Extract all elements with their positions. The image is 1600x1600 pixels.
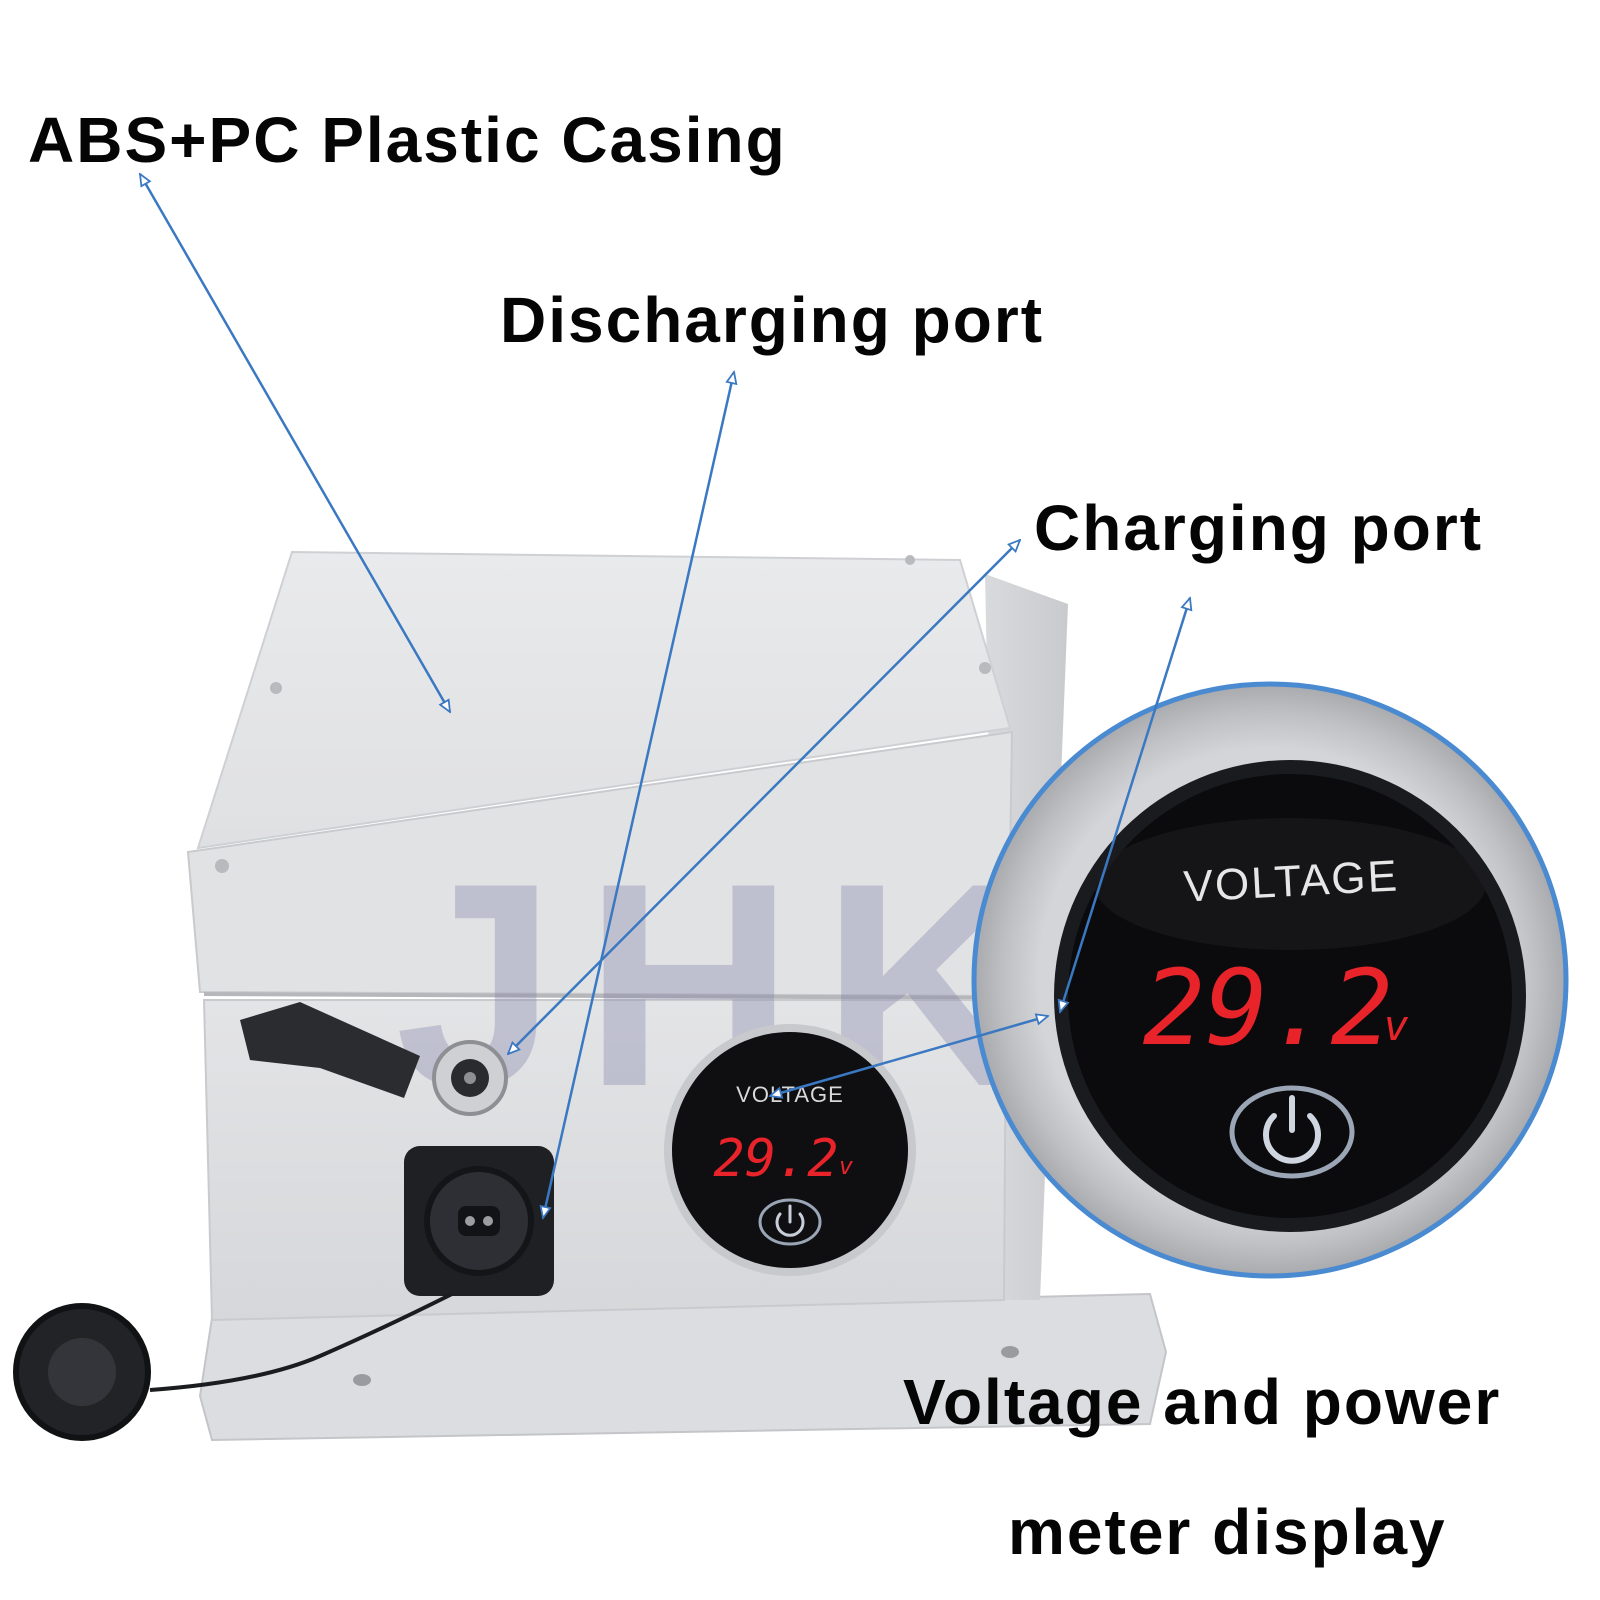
meter-label: VOLTAGE: [736, 1082, 844, 1107]
meter-unit: v: [839, 1152, 854, 1180]
arrow-casing: [140, 174, 450, 712]
voltage-meter-small: VOLTAGE 29.2 v: [664, 1024, 916, 1276]
leader-arrows: [140, 174, 1190, 1218]
screw: [905, 555, 915, 565]
charging-jack-pin: [464, 1072, 476, 1084]
discharging-port: [13, 1146, 554, 1441]
zoom-meter-reading: 29.2: [1143, 947, 1393, 1069]
callout-meter-line1: Voltage and power: [903, 1366, 1502, 1438]
screw: [215, 859, 229, 873]
zoom-meter-power-button: [1229, 1085, 1355, 1179]
base-hole: [1001, 1346, 1019, 1358]
meter-reading: 29.2: [713, 1129, 838, 1189]
discharging-port-core: [458, 1206, 500, 1236]
charging-port: [240, 1002, 508, 1116]
arrow-meter-small: [770, 1016, 1048, 1096]
callout-charging-port: Charging port: [1034, 492, 1484, 564]
callout-discharging-port: Discharging port: [500, 284, 1045, 356]
discharging-port-pin: [483, 1216, 493, 1226]
discharging-port-pin: [465, 1216, 475, 1226]
zoom-meter-unit: v: [1383, 1001, 1408, 1050]
meter-power-button: [758, 1198, 822, 1246]
arrow-meter-zoom: [1060, 598, 1190, 1012]
discharging-port-cap-center: [48, 1338, 116, 1406]
zoom-meter-label: VOLTAGE: [1182, 851, 1400, 911]
power-icon: [1263, 1095, 1321, 1164]
power-icon: [775, 1204, 805, 1237]
callout-meter-line2: meter display: [1008, 1496, 1447, 1568]
screw: [979, 662, 991, 674]
discharging-port-cable: [149, 1292, 453, 1392]
charging-port-cap: [240, 1002, 420, 1098]
base-hole: [353, 1374, 371, 1386]
base-plate: [198, 1292, 1168, 1442]
arrow-charging-jack: [508, 540, 1020, 1054]
screw: [270, 682, 282, 694]
zoom-inset: VOLTAGE 29.2 v: [971, 681, 1569, 1279]
callout-casing: ABS+PC Plastic Casing: [28, 104, 787, 176]
